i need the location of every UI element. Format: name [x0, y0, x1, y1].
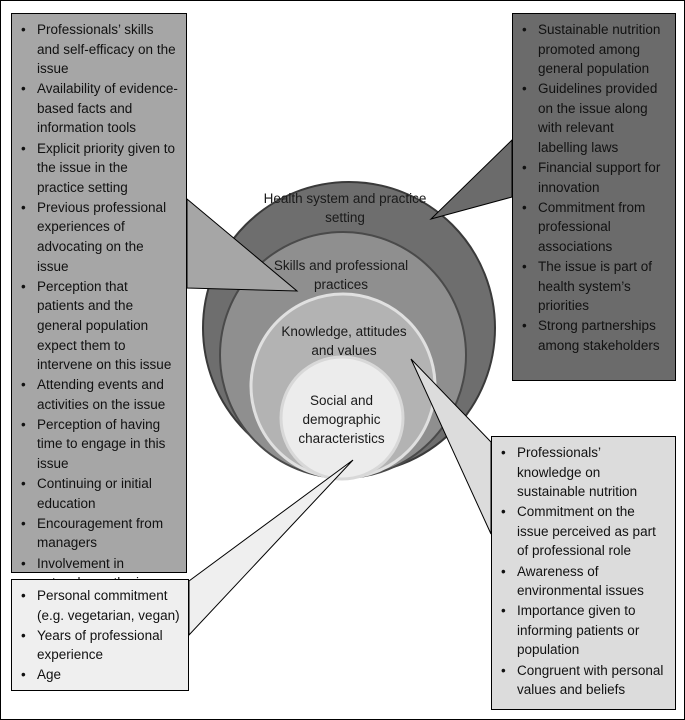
factor-item: Commitment from professional association… — [521, 198, 667, 257]
factor-item: Personal commitment (e.g. vegetarian, ve… — [20, 586, 180, 625]
factor-item: Previous professional experiences of adv… — [20, 198, 178, 276]
factor-item: Professionals’ skills and self-efficacy … — [20, 20, 178, 79]
factor-item: Age — [20, 665, 180, 685]
factor-item: The issue is part of health system’s pri… — [521, 257, 667, 316]
health-system-factors-box: Sustainable nutrition promoted among gen… — [512, 13, 676, 381]
social-circle — [279, 355, 405, 481]
factor-item: Perception of having time to engage in t… — [20, 415, 178, 474]
health-system-label: Health system and practice setting — [263, 191, 427, 225]
social-factors-box: Personal commitment (e.g. vegetarian, ve… — [11, 579, 189, 691]
skills-factors-box: Professionals’ skills and self-efficacy … — [11, 13, 187, 590]
skills-label: Skills and professional practices — [273, 258, 409, 292]
skills-factors-list: Professionals’ skills and self-efficacy … — [20, 20, 178, 593]
factor-item: Attending events and activities on the i… — [20, 375, 178, 414]
factor-item: Perception that patients and the general… — [20, 277, 178, 375]
factor-item: Explicit priority given to the issue in … — [20, 139, 178, 198]
factor-item: Importance given to informing patients o… — [500, 601, 667, 660]
factor-item: Guidelines provided on the issue along w… — [521, 79, 667, 157]
knowledge-factors-box: Professionals’ knowledge on sustainable … — [491, 436, 676, 710]
factor-item: Congruent with personal values and belie… — [500, 661, 667, 700]
health-system-callout-pointer — [429, 138, 513, 220]
factor-item: Availability of evidence-based facts and… — [20, 79, 178, 138]
social-label: Social and demographic characteristics — [298, 393, 385, 446]
factor-item: Sustainable nutrition promoted among gen… — [521, 20, 667, 79]
factor-item: Years of professional experience — [20, 626, 180, 665]
skills-callout-pointer — [186, 197, 299, 292]
factor-item: Financial support for innovation — [521, 158, 667, 197]
knowledge-label: Knowledge, attitudes and values — [281, 324, 407, 358]
factor-item: Encouragement from managers — [20, 514, 178, 553]
social-callout-pointer — [188, 459, 354, 637]
factor-item: Awareness of environmental issues — [500, 562, 667, 601]
factor-item: Strong partnerships among stakeholders — [521, 316, 667, 355]
health-system-factors-list: Sustainable nutrition promoted among gen… — [521, 20, 667, 356]
factor-item: Continuing or initial education — [20, 474, 178, 513]
knowledge-factors-list: Professionals’ knowledge on sustainable … — [500, 443, 667, 700]
social-factors-list: Personal commitment (e.g. vegetarian, ve… — [20, 586, 180, 685]
factor-item: Commitment on the issue perceived as par… — [500, 502, 667, 561]
factor-item: Professionals’ knowledge on sustainable … — [500, 443, 667, 502]
